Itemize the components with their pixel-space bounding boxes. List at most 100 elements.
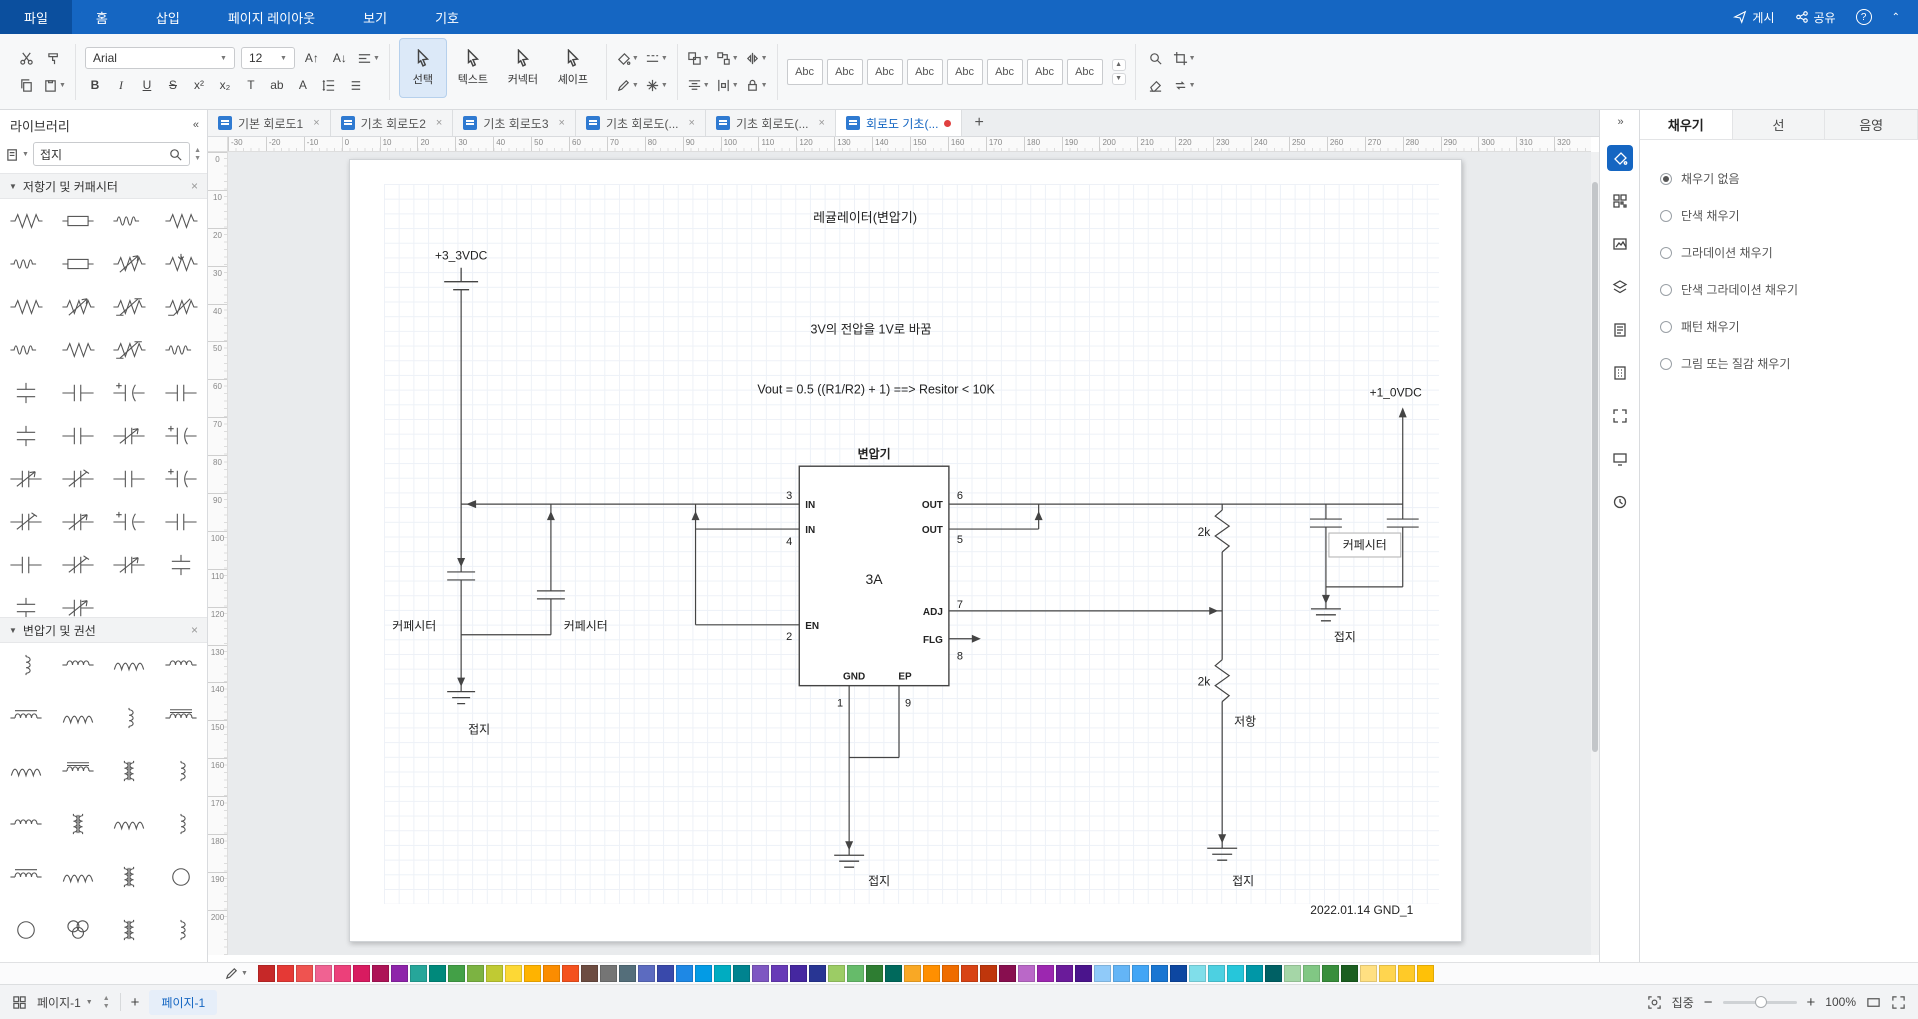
share-button[interactable]: 공유: [1795, 9, 1836, 26]
radio-button[interactable]: [1660, 357, 1672, 370]
text-format-button[interactable]: S: [163, 74, 183, 96]
add-page-button[interactable]: +: [130, 993, 140, 1011]
style-preset[interactable]: Abc: [986, 58, 1023, 85]
menu-item[interactable]: 보기: [363, 10, 388, 26]
tool-button[interactable]: 셰이프: [549, 38, 597, 98]
color-swatch[interactable]: [1283, 965, 1301, 982]
color-swatch[interactable]: [1055, 965, 1073, 982]
formula-text[interactable]: Vout = 0.5 ((R1/R2) + 1) ==> Resitor < 1…: [757, 382, 995, 396]
library-symbol[interactable]: [155, 285, 207, 328]
library-symbol[interactable]: [0, 242, 52, 285]
preset-scroll-up[interactable]: ▲: [1111, 58, 1126, 71]
tool-button[interactable]: 커넥터: [499, 38, 547, 98]
prev-page-button[interactable]: ▲: [102, 994, 110, 1002]
color-swatch[interactable]: [1226, 965, 1244, 982]
library-symbol[interactable]: [155, 856, 207, 899]
color-swatch[interactable]: [998, 965, 1016, 982]
style-preset[interactable]: Abc: [1066, 58, 1103, 85]
fill-option[interactable]: 단색 그라데이션 채우기: [1640, 271, 1918, 308]
document-tab[interactable]: 기본 회로도1 ×: [208, 110, 331, 136]
format-painter-button[interactable]: [43, 47, 65, 69]
library-symbol[interactable]: [104, 414, 156, 457]
color-swatch[interactable]: [1416, 965, 1434, 982]
quick-color-icon[interactable]: [224, 966, 239, 981]
library-symbol[interactable]: [104, 328, 156, 371]
zoom-slider[interactable]: [1722, 995, 1797, 1008]
ground-symbols[interactable]: [447, 608, 1341, 868]
color-swatch[interactable]: [257, 965, 275, 982]
zoom-out-button[interactable]: −: [1703, 993, 1713, 1011]
color-swatch[interactable]: [656, 965, 674, 982]
clear-format-button[interactable]: [1145, 74, 1167, 96]
decrease-font-button[interactable]: A↓: [329, 47, 351, 69]
color-swatch[interactable]: [827, 965, 845, 982]
library-symbol[interactable]: [104, 500, 156, 543]
radio-button[interactable]: [1660, 246, 1672, 259]
color-swatch[interactable]: [1017, 965, 1035, 982]
library-symbol[interactable]: [155, 242, 207, 285]
color-swatch[interactable]: [979, 965, 997, 982]
text-format-button[interactable]: ab: [267, 74, 287, 96]
library-symbol[interactable]: [0, 802, 52, 845]
library-symbol[interactable]: [0, 328, 52, 371]
library-symbol[interactable]: [52, 457, 104, 500]
library-symbol[interactable]: [52, 802, 104, 845]
supply-label[interactable]: +3_3VDC: [435, 249, 488, 263]
font-size-select[interactable]: 12▼: [240, 47, 295, 69]
library-symbol[interactable]: [155, 199, 207, 242]
color-swatch[interactable]: [1359, 965, 1377, 982]
copy-button[interactable]: [15, 74, 37, 96]
library-search-box[interactable]: [32, 142, 191, 166]
page-grid-icon[interactable]: [12, 995, 27, 1010]
close-section-icon[interactable]: ×: [190, 623, 198, 637]
canvas-viewport[interactable]: 레귤레이터(변압기) +3_3VDC 3V의 전압을 1V로 바꿈 Vout =…: [228, 152, 1591, 955]
style-preset[interactable]: Abc: [826, 58, 863, 85]
color-swatch[interactable]: [1207, 965, 1225, 982]
library-symbol[interactable]: [104, 909, 156, 952]
library-symbol[interactable]: [104, 643, 156, 686]
close-tab-icon[interactable]: ×: [435, 117, 443, 129]
library-symbol[interactable]: [52, 328, 104, 371]
next-page-button[interactable]: ▼: [102, 1002, 110, 1010]
document-tab[interactable]: 회로도 기초(... ×: [835, 110, 963, 136]
fill-option[interactable]: 패턴 채우기: [1640, 308, 1918, 345]
color-swatch[interactable]: [808, 965, 826, 982]
library-symbol[interactable]: [0, 371, 52, 414]
library-symbol[interactable]: [0, 749, 52, 792]
layers-panel-button[interactable]: [1607, 274, 1633, 300]
library-section-resistors[interactable]: ▼ 저항기 및 커패시터 ×: [0, 173, 207, 199]
library-symbol[interactable]: [104, 696, 156, 739]
library-symbol[interactable]: [155, 909, 207, 952]
library-symbol[interactable]: [104, 371, 156, 414]
color-swatch[interactable]: [732, 965, 750, 982]
tool-button[interactable]: 선택: [398, 37, 447, 98]
font-family-select[interactable]: Arial▼: [84, 47, 235, 69]
library-symbol[interactable]: [52, 543, 104, 586]
vertical-scrollbar[interactable]: [1591, 152, 1599, 955]
library-symbol[interactable]: [155, 328, 207, 371]
collapse-library-button[interactable]: «: [192, 119, 199, 131]
library-symbol[interactable]: [0, 909, 52, 952]
cut-button[interactable]: [15, 47, 37, 69]
library-symbol[interactable]: [0, 643, 52, 686]
find-button[interactable]: [1145, 47, 1167, 69]
library-search-input[interactable]: [39, 147, 164, 161]
library-symbol[interactable]: [155, 414, 207, 457]
symbols-panel-button[interactable]: [1607, 188, 1633, 214]
color-swatch[interactable]: [504, 965, 522, 982]
color-menu-caret[interactable]: ▼: [241, 970, 248, 977]
color-swatch[interactable]: [1074, 965, 1092, 982]
crop-button[interactable]: ▼: [1173, 47, 1196, 69]
library-symbol[interactable]: [0, 586, 52, 617]
color-swatch[interactable]: [713, 965, 731, 982]
zoom-level[interactable]: 100%: [1825, 995, 1856, 1009]
menu-item[interactable]: 삽입: [155, 10, 180, 26]
style-preset[interactable]: Abc: [786, 58, 823, 85]
library-symbol[interactable]: [0, 285, 52, 328]
list-button[interactable]: [345, 74, 365, 96]
fill-panel-button[interactable]: [1606, 145, 1633, 171]
library-symbol[interactable]: [52, 371, 104, 414]
new-tab-button[interactable]: +: [974, 114, 984, 131]
library-symbol[interactable]: [104, 242, 156, 285]
page-tab[interactable]: 페이지-1: [149, 989, 218, 1015]
